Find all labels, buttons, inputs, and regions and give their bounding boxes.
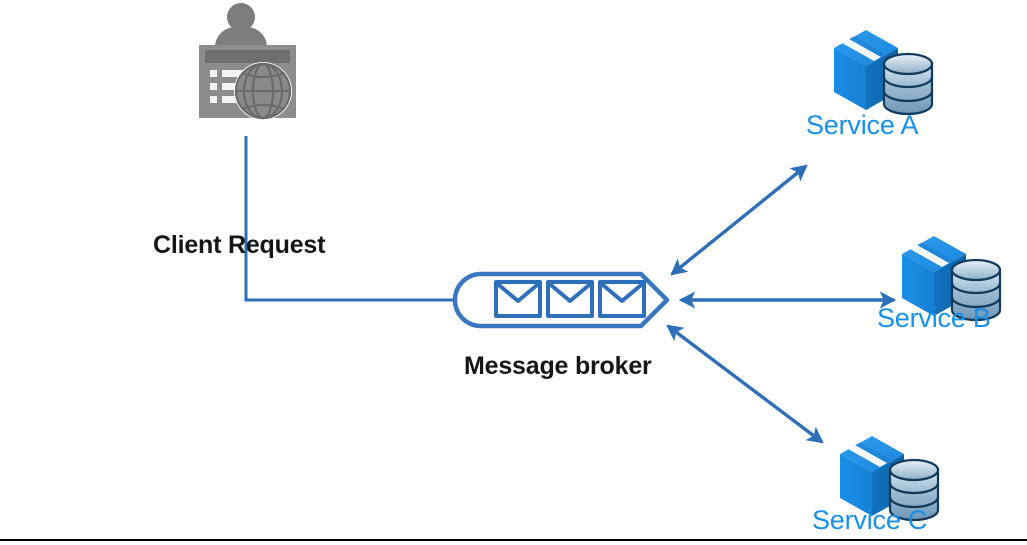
client-user-browser-globe-icon (199, 3, 296, 120)
envelope-icon-1 (494, 280, 542, 318)
service-a-icon[interactable] (834, 30, 934, 116)
service-c-icon[interactable] (840, 436, 940, 522)
envelope-icon-3 (598, 280, 646, 318)
database-icon (950, 258, 1002, 322)
message-broker-chevron-icon[interactable] (452, 271, 670, 329)
bottom-divider (0, 539, 1027, 541)
database-icon (882, 52, 934, 116)
edge-client-to-broker (244, 136, 472, 308)
database-icon (888, 458, 940, 522)
envelope-icon-2 (546, 280, 594, 318)
edge-broker-to-service-c (666, 324, 824, 444)
service-b-icon[interactable] (902, 236, 1002, 322)
globe-icon (234, 62, 292, 120)
edge-broker-to-service-a (670, 164, 808, 276)
